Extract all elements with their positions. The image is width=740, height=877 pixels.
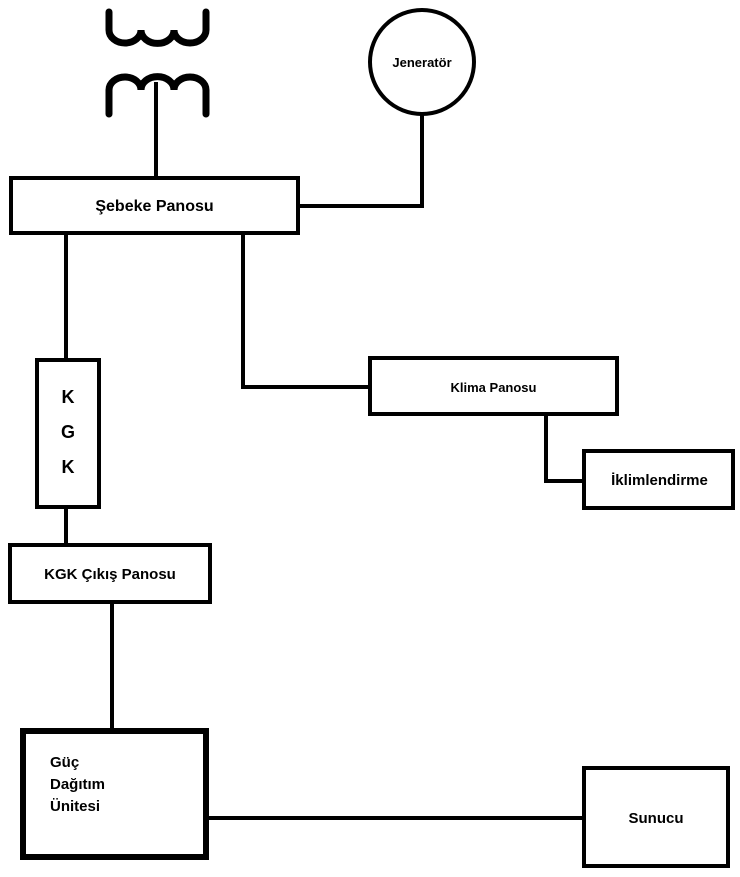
- pdu-label-line: Dağıtım: [50, 776, 106, 793]
- grid-to-ac-line: [241, 233, 370, 389]
- ups-label: K G K: [37, 380, 99, 485]
- grid-panel-node: [9, 176, 300, 235]
- hvac-label: İklimlendirme: [611, 472, 708, 489]
- ups-output-panel-label: KGK Çıkış Panosu: [44, 566, 176, 583]
- server-label: Sunucu: [628, 809, 684, 827]
- grid-panel-label: Şebeke Panosu: [95, 197, 214, 215]
- ups-letter: G: [60, 422, 75, 442]
- ups-letter: K: [61, 387, 75, 407]
- generator-to-grid-line: [298, 114, 424, 208]
- ac-panel-label: Klima Panosu: [450, 379, 537, 395]
- transformer-icon: [105, 8, 210, 118]
- pdu-label: Güç Dağıtım Ünitesi: [50, 752, 160, 818]
- pdu-label-line: Ünitesi: [50, 798, 101, 815]
- pdu-label-line: Güç: [50, 754, 80, 771]
- server-node: [582, 766, 730, 868]
- ac-to-hvac-line: [544, 414, 584, 483]
- hvac-node: [582, 449, 735, 510]
- pdu-node: [20, 728, 209, 860]
- ups-letter: K: [61, 457, 75, 477]
- ac-panel-node: [368, 356, 619, 416]
- ups-node: [35, 358, 101, 509]
- ups-output-panel-node: [8, 543, 212, 604]
- generator-label: Jeneratör: [392, 54, 452, 70]
